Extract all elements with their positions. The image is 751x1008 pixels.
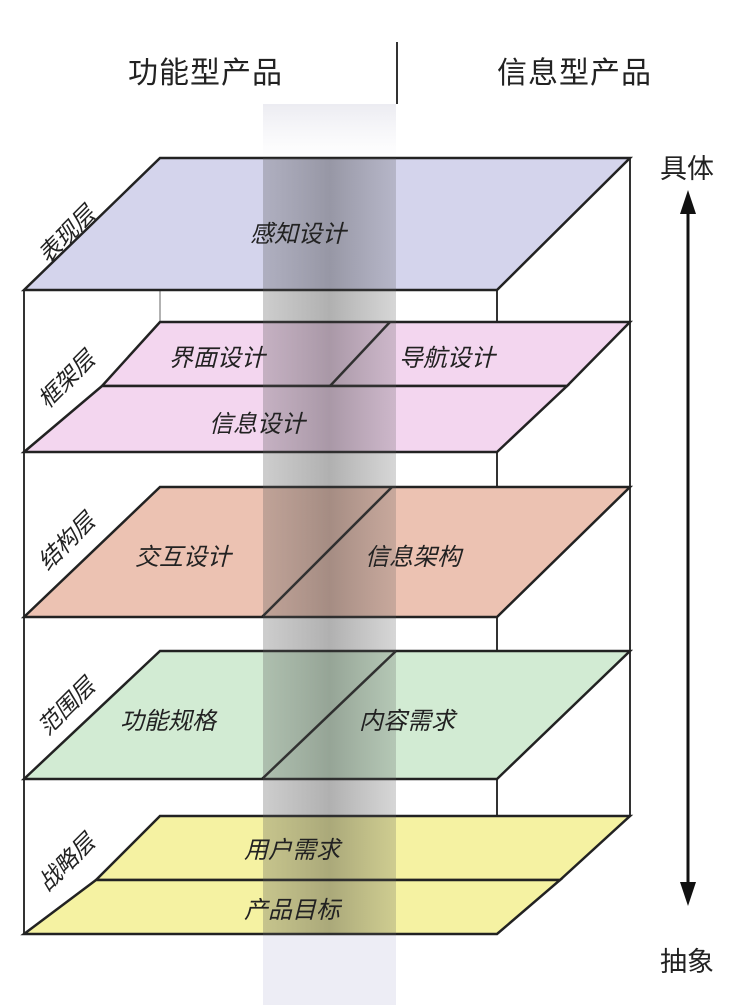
plane-label-information-design: 信息设计 xyxy=(209,410,308,438)
plane-label-interaction-design: 交互设计 xyxy=(135,543,234,571)
plane-label-interface-design: 界面设计 xyxy=(169,344,268,372)
plane-label-functional-specs: 功能规格 xyxy=(120,707,218,735)
arrow-up-icon xyxy=(680,190,696,214)
header-information-product: 信息型产品 xyxy=(497,56,652,91)
plane-label-perception-design: 感知设计 xyxy=(250,220,349,248)
axis-label-concrete: 具体 xyxy=(660,154,714,185)
plane-label-information-architecture: 信息架构 xyxy=(365,543,464,571)
band-fade-bottom xyxy=(263,935,396,1005)
axis-label-abstract: 抽象 xyxy=(660,947,714,978)
plane-label-navigation-design: 导航设计 xyxy=(399,344,498,372)
arrow-down-icon xyxy=(680,882,696,906)
band-fade-top xyxy=(263,104,396,160)
plane-label-user-needs: 用户需求 xyxy=(244,836,343,864)
central-shadow-band xyxy=(263,158,396,935)
plane-label-content-requirements: 内容需求 xyxy=(359,707,458,735)
header-functional-product: 功能型产品 xyxy=(128,56,283,91)
plane-label-product-objectives: 产品目标 xyxy=(244,896,343,924)
